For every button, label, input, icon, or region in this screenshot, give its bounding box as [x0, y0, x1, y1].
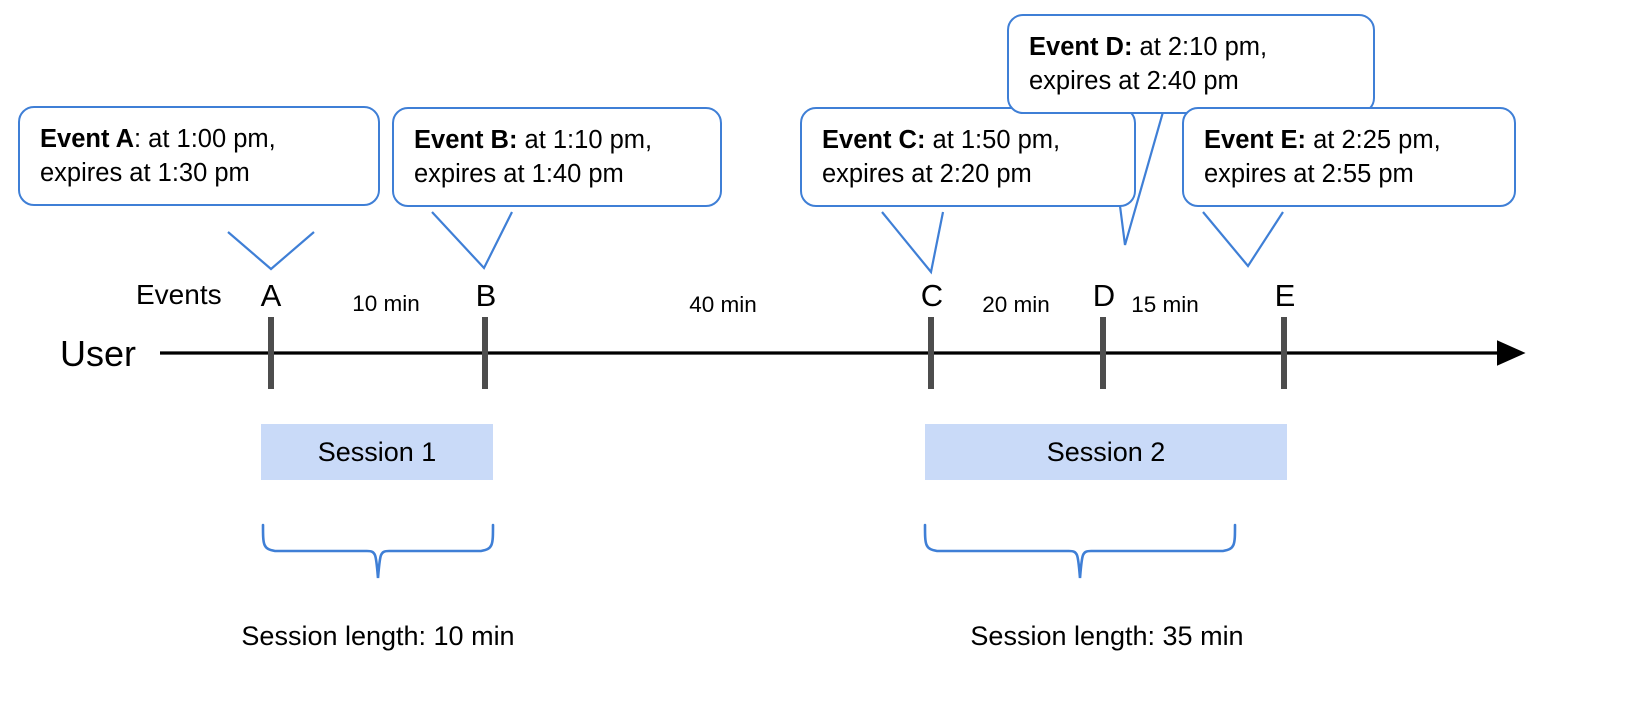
event-letter-b: B	[475, 278, 497, 313]
callout-e-line2: expires at 2:55 pm	[1204, 160, 1414, 188]
callout-event-b[interactable]: Event B: at 1:10 pm, expires at 1:40 pm	[392, 107, 722, 207]
callout-c-line2: expires at 2:20 pm	[822, 160, 1032, 188]
events-row-label: Events	[136, 279, 222, 310]
callout-d-line1: at 2:10 pm,	[1132, 33, 1268, 61]
callout-a-separator: :	[134, 125, 142, 153]
gap-label-b-c: 40 min	[689, 292, 757, 317]
session-1-length-caption: Session length: 10 min	[241, 621, 515, 651]
callout-e-lead: Event E:	[1204, 126, 1307, 154]
callout-a-line1: at 1:00 pm,	[141, 125, 276, 153]
session-2-label: Session 2	[1046, 436, 1166, 467]
gap-label-a-b: 10 min	[352, 291, 420, 316]
callout-b-line1: at 1:10 pm,	[517, 126, 653, 154]
callout-event-d[interactable]: Event D: at 2:10 pm, expires at 2:40 pm	[1007, 14, 1375, 114]
callout-tail-c	[881, 211, 945, 275]
session-1-label: Session 1	[317, 436, 437, 467]
event-letter-c: C	[920, 278, 944, 313]
user-row-label: User	[60, 333, 137, 374]
callout-tail-a	[227, 231, 315, 271]
callout-event-c[interactable]: Event C: at 1:50 pm, expires at 2:20 pm	[800, 107, 1136, 207]
callout-c-line1: at 1:50 pm,	[925, 126, 1061, 154]
event-letter-a: A	[260, 278, 282, 313]
session-box-1[interactable]: Session 1	[261, 424, 493, 480]
callout-tail-b	[431, 211, 513, 270]
callout-b-line2: expires at 1:40 pm	[414, 160, 624, 188]
session-box-2[interactable]: Session 2	[925, 424, 1287, 480]
event-letter-d: D	[1092, 278, 1116, 313]
callout-e-line1: at 2:25 pm,	[1306, 126, 1441, 154]
callout-a-line2: expires at 1:30 pm	[40, 159, 250, 187]
callout-event-e[interactable]: Event E: at 2:25 pm, expires at 2:55 pm	[1182, 107, 1516, 207]
callout-c-lead: Event C:	[822, 126, 926, 154]
session-2-length-caption: Session length: 35 min	[970, 621, 1244, 651]
callout-a-lead: Event A	[40, 125, 134, 153]
gap-label-d-e: 15 min	[1131, 292, 1199, 317]
gap-label-c-d: 20 min	[982, 292, 1050, 317]
session-brace-2	[923, 523, 1237, 579]
event-letter-e: E	[1274, 278, 1296, 313]
callout-b-lead: Event B:	[414, 126, 518, 154]
callout-d-lead: Event D:	[1029, 33, 1133, 61]
session-brace-1	[261, 523, 495, 579]
callout-event-a[interactable]: Event A: at 1:00 pm, expires at 1:30 pm	[18, 106, 380, 206]
callout-d-line2: expires at 2:40 pm	[1029, 67, 1239, 95]
callout-tail-e	[1202, 211, 1284, 268]
